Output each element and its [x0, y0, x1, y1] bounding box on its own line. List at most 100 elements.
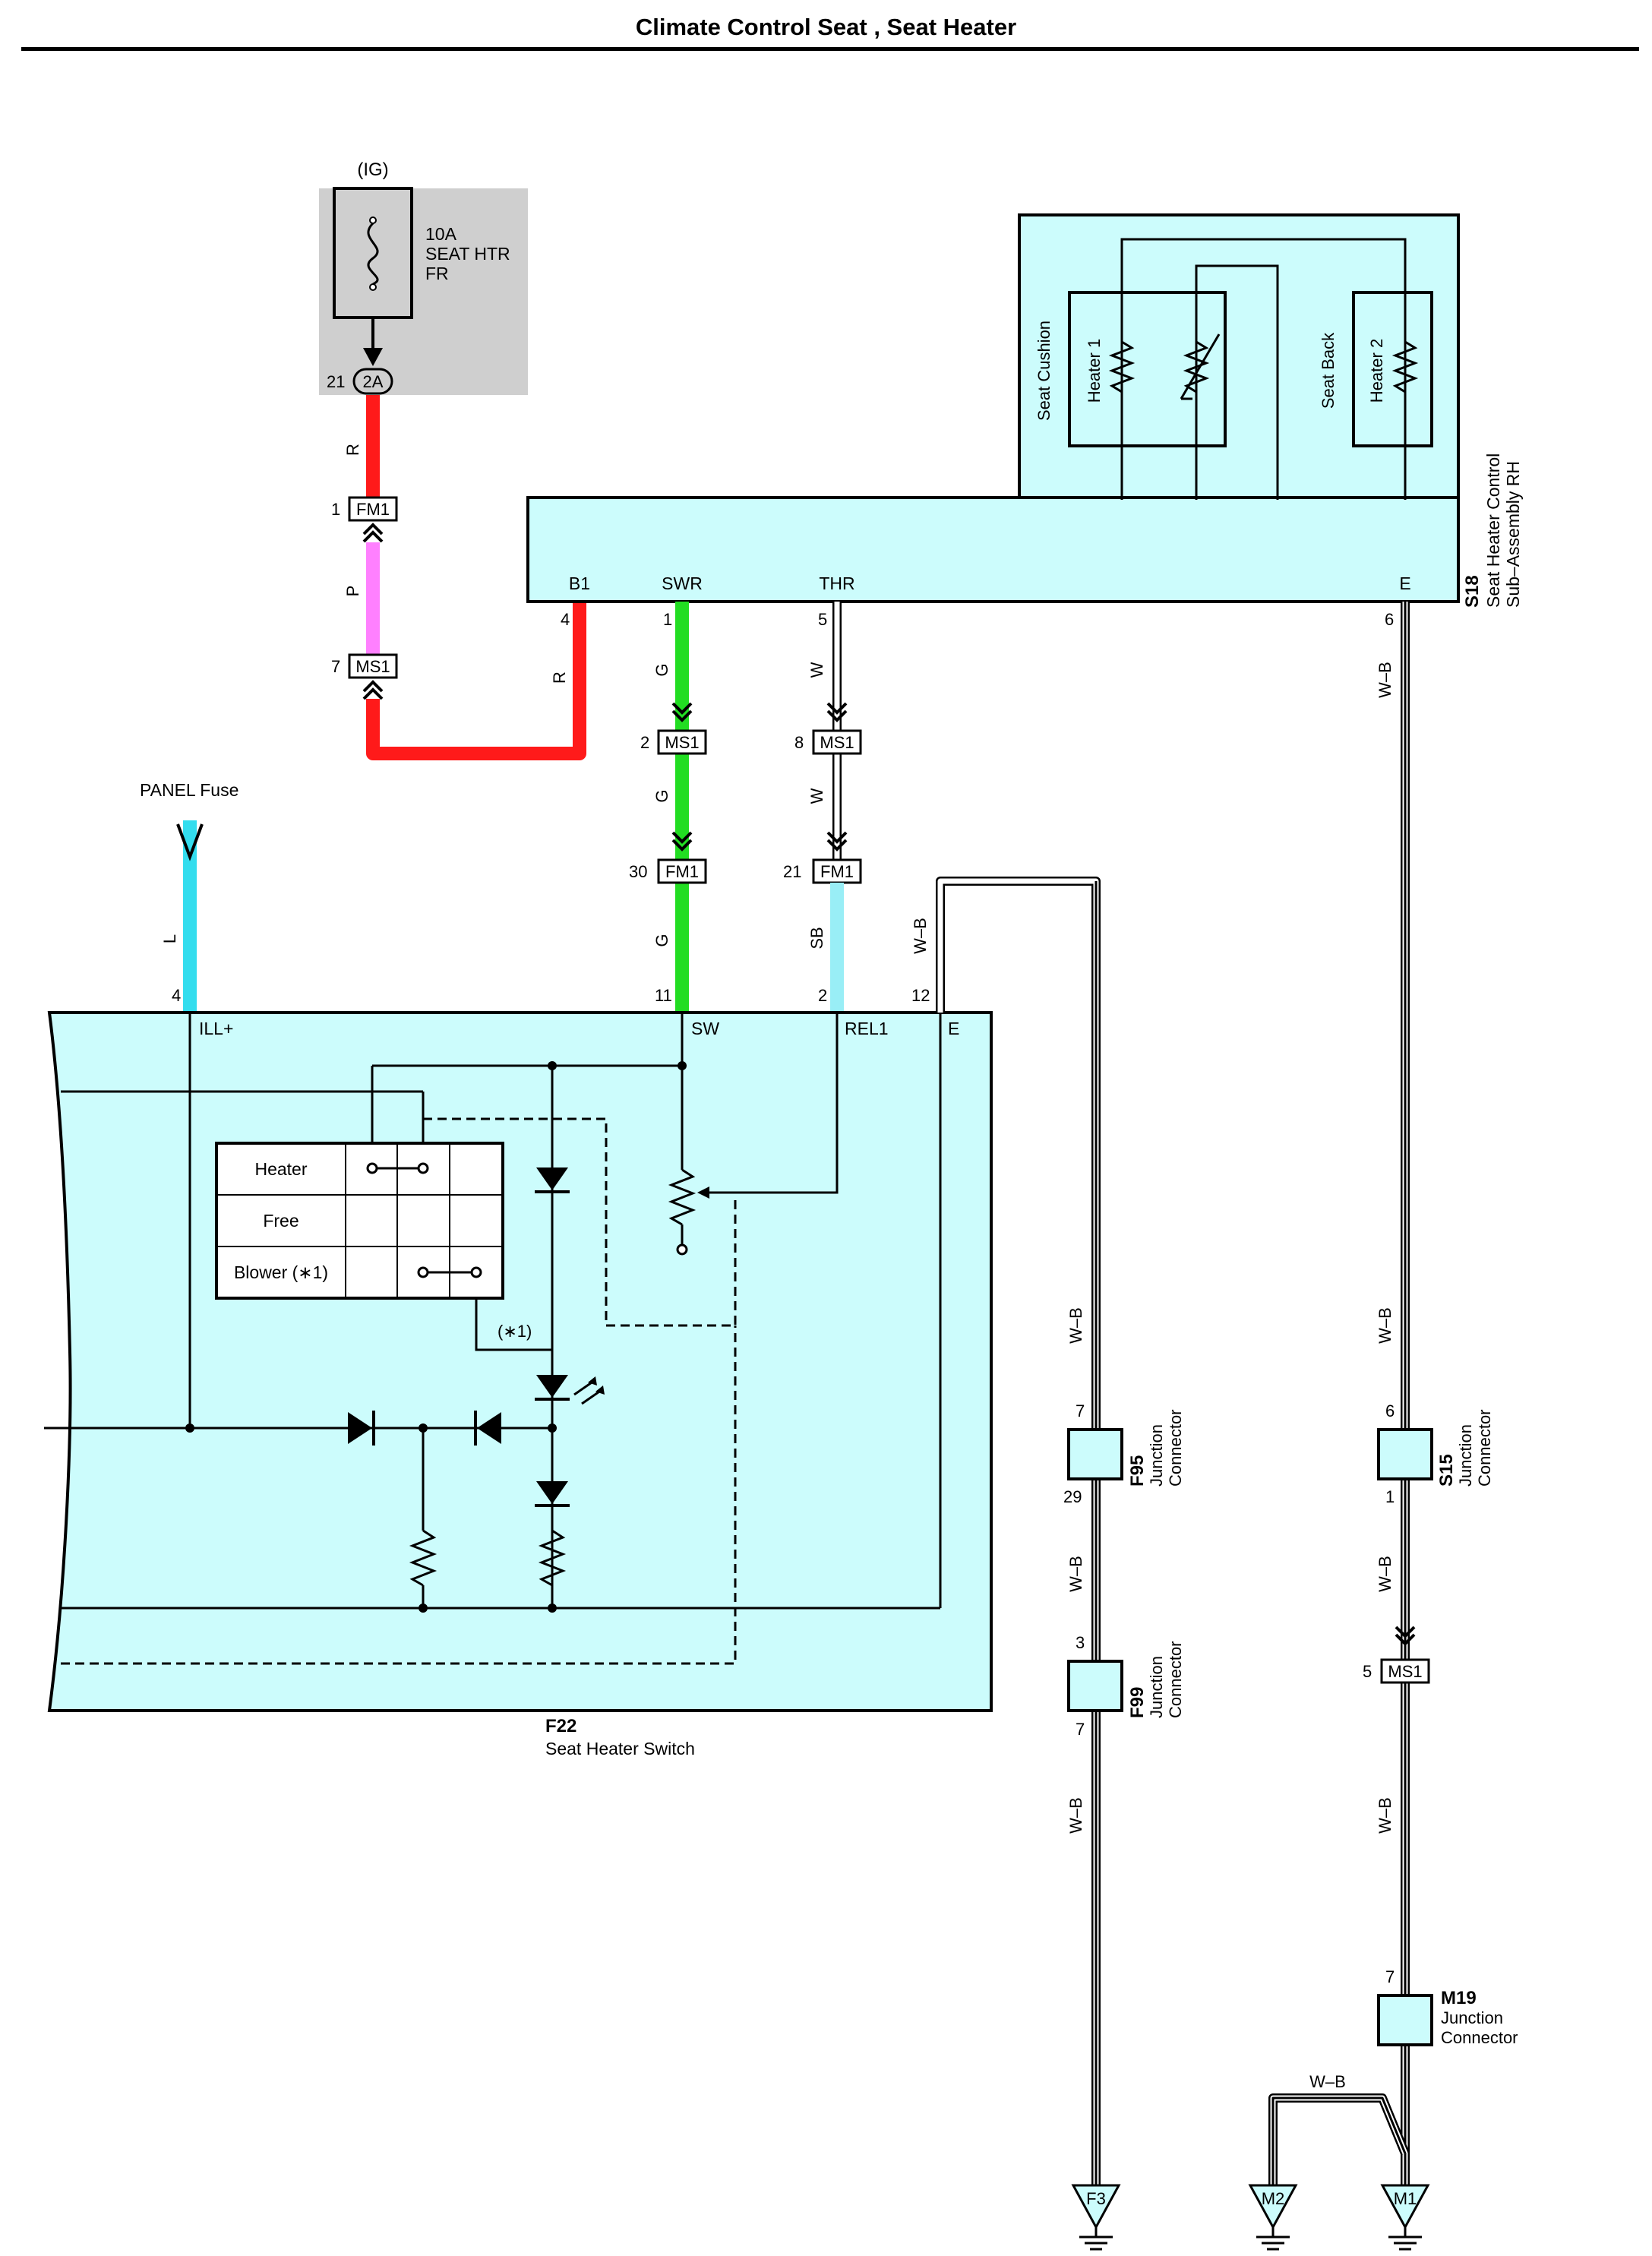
mode-blower: Blower (∗1)	[234, 1262, 328, 1282]
panel-fuse-wire: PANEL Fuse L 4	[140, 780, 238, 1013]
heater2-label: Heater 2	[1367, 339, 1386, 403]
svg-text:Connector: Connector	[1441, 2028, 1518, 2047]
thr-wire: 5 W MS1 8 W FM1 21 SB 2	[783, 602, 862, 1013]
terminal-e: E	[948, 1019, 959, 1038]
wire-color-label: R	[343, 444, 362, 456]
svg-text:W–B: W–B	[911, 918, 930, 954]
diode-icon	[477, 1412, 501, 1444]
seat-heater-switch: ILL+ SW REL1 E Heater Free Blower (∗1	[44, 1011, 993, 1758]
swr-wire: 1 G MS1 2 G FM1 30 G 11	[629, 602, 707, 1013]
switch-name: Seat Heater Switch	[545, 1739, 695, 1758]
ground-label-m1: M1	[1394, 2189, 1417, 2208]
junction-pin: 21	[327, 372, 345, 391]
svg-text:5: 5	[1363, 1662, 1372, 1681]
led-icon	[536, 1375, 568, 1398]
fuse-block: (IG) 10A SEAT HTR FR 2A 21	[319, 160, 528, 395]
wire-color-label: P	[343, 586, 362, 597]
svg-text:L: L	[160, 934, 179, 943]
junction-connector-f99	[1067, 1660, 1123, 1712]
fuse-box-background	[319, 188, 528, 395]
diode-icon	[348, 1412, 372, 1444]
ground-label-m2: M2	[1262, 2189, 1285, 2208]
seat-cushion-label: Seat Cushion	[1034, 321, 1053, 421]
svg-text:7: 7	[331, 657, 340, 676]
svg-text:11: 11	[655, 986, 672, 1005]
resistor-icon	[409, 1529, 437, 1587]
svg-text:M19: M19	[1441, 1988, 1477, 2008]
diode-icon	[536, 1481, 568, 1504]
panel-fuse-label: PANEL Fuse	[140, 780, 238, 800]
svg-text:6: 6	[1385, 1401, 1395, 1420]
svg-text:2: 2	[640, 733, 649, 752]
svg-text:Junction: Junction	[1147, 1424, 1166, 1487]
heater1-resistor-icon	[1108, 340, 1136, 393]
ignition-label: (IG)	[357, 160, 388, 180]
fuse-name-line2: FR	[425, 264, 449, 283]
module-name-line1: Seat Heater Control	[1483, 453, 1503, 608]
module-name-line2: Sub–Assembly RH	[1503, 461, 1523, 608]
svg-text:W–B: W–B	[1309, 2072, 1346, 2091]
svg-text:8: 8	[794, 733, 804, 752]
svg-text:7: 7	[1076, 1401, 1085, 1420]
power-wire: R FM1 1 P MS1 7 R 4	[331, 395, 586, 760]
connector-ms1	[657, 729, 707, 755]
svg-text:FM1: FM1	[820, 862, 854, 881]
svg-text:7: 7	[1385, 1967, 1395, 1986]
svg-text:G: G	[652, 934, 671, 946]
heater1-label: Heater 1	[1085, 339, 1104, 403]
svg-text:2: 2	[818, 986, 827, 1005]
seat-heater-control-module: Seat Cushion Heater 1 Seat Back Heater 2…	[526, 213, 1523, 608]
switch-code: F22	[545, 1716, 576, 1736]
seat-back-label: Seat Back	[1319, 332, 1338, 409]
svg-text:W–B: W–B	[1066, 1556, 1085, 1592]
terminal-rel1: REL1	[845, 1019, 889, 1038]
svg-text:1: 1	[331, 500, 340, 519]
junction-connector-s15	[1377, 1428, 1433, 1480]
svg-text:Connector: Connector	[1475, 1409, 1494, 1487]
pin-label: 4	[561, 610, 570, 629]
svg-text:1: 1	[663, 610, 672, 629]
mode-free: Free	[263, 1211, 298, 1231]
svg-text:1: 1	[1385, 1487, 1395, 1506]
resistor-icon	[538, 1529, 567, 1587]
svg-text:F95: F95	[1127, 1455, 1148, 1487]
svg-text:W–B: W–B	[1376, 662, 1395, 698]
svg-text:MS1: MS1	[355, 657, 390, 676]
svg-text:W–B: W–B	[1376, 1556, 1395, 1592]
seat-assembly-box	[1018, 213, 1460, 501]
wire-color-label: R	[550, 671, 569, 684]
control-unit-box	[526, 496, 1460, 603]
potentiometer-icon	[668, 1168, 696, 1226]
svg-text:Junction: Junction	[1456, 1424, 1475, 1487]
note-label: (∗1)	[497, 1322, 532, 1341]
fuse-rating: 10A	[425, 224, 457, 244]
connector-fm1	[657, 858, 707, 884]
svg-text:12: 12	[911, 986, 930, 1005]
ground-label-f3: F3	[1086, 2189, 1106, 2208]
terminal-e: E	[1399, 573, 1410, 593]
svg-text:4: 4	[172, 986, 181, 1005]
junction-block-2a	[352, 368, 393, 395]
terminal-ill: ILL+	[199, 1019, 233, 1038]
connector-ms1	[812, 729, 862, 755]
title-rule	[21, 47, 1639, 51]
svg-text:G: G	[652, 789, 671, 802]
svg-text:S15: S15	[1436, 1454, 1457, 1487]
svg-text:W: W	[807, 788, 826, 804]
svg-text:W–B: W–B	[1376, 1797, 1395, 1834]
svg-text:G: G	[652, 663, 671, 676]
terminal-sw: SW	[691, 1019, 719, 1038]
junction-id: 2A	[363, 372, 384, 391]
svg-text:Junction: Junction	[1147, 1656, 1166, 1718]
svg-text:30: 30	[629, 862, 647, 881]
fuse-arrow-icon	[176, 823, 204, 861]
heater2-resistor-icon	[1391, 340, 1419, 393]
svg-text:F99: F99	[1127, 1687, 1148, 1718]
svg-text:29: 29	[1063, 1487, 1082, 1506]
svg-text:W–B: W–B	[1066, 1797, 1085, 1834]
terminal-thr: THR	[819, 573, 854, 593]
svg-text:MS1: MS1	[820, 733, 854, 752]
connector-ms1	[1380, 1658, 1430, 1684]
svg-text:7: 7	[1076, 1720, 1085, 1739]
